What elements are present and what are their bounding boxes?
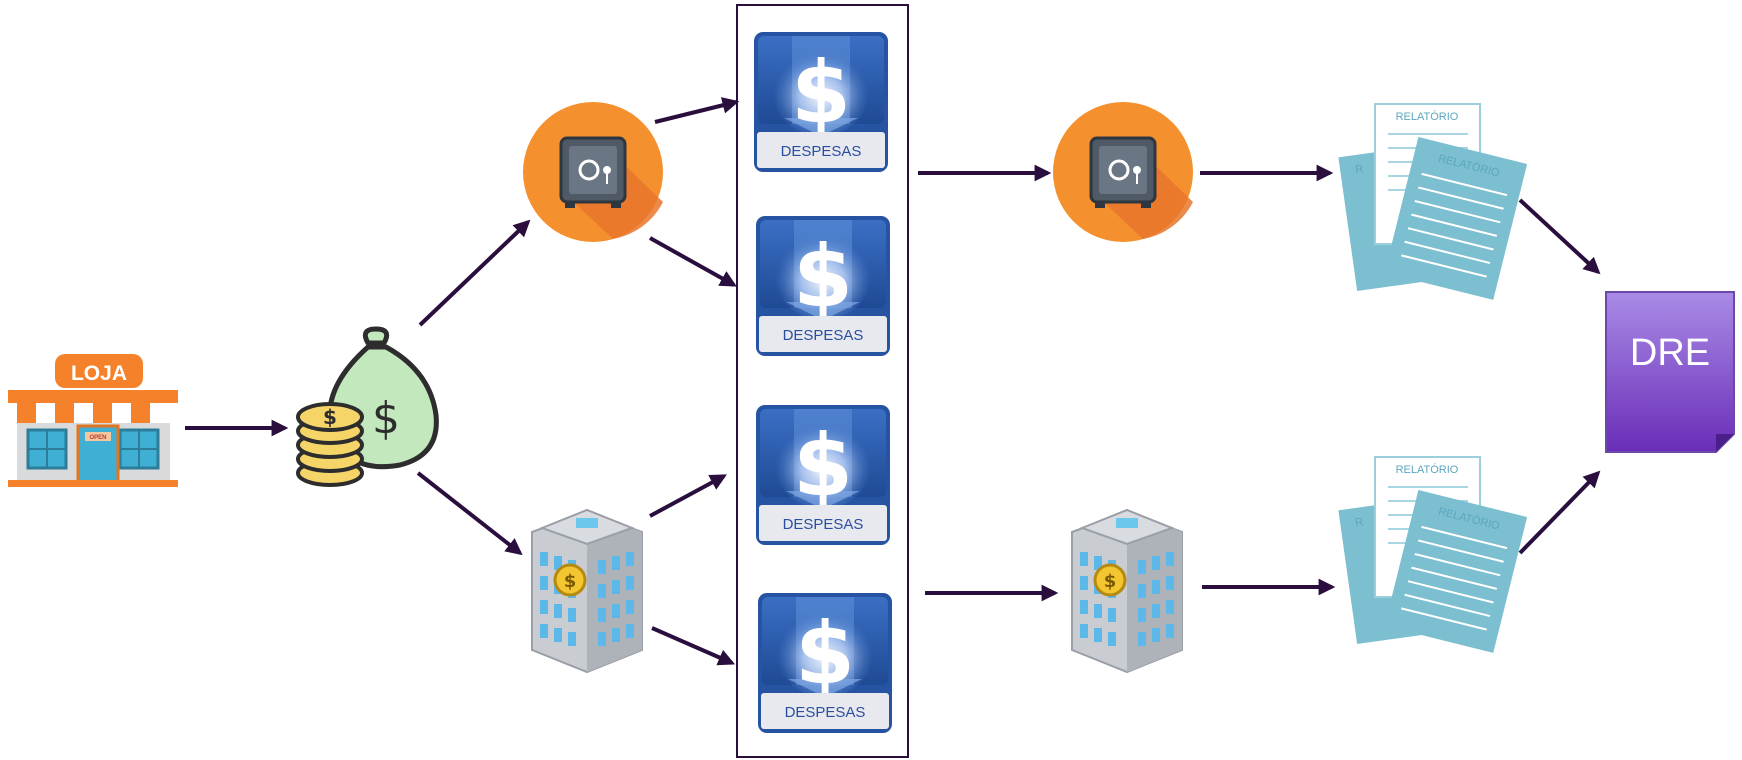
safe-icon [523, 102, 663, 242]
store-sign-label: LOJA [71, 362, 127, 385]
expense-tile-label: DESPESAS [783, 327, 864, 344]
bank-building-icon: $ [1071, 508, 1183, 674]
bank-building-icon: $ [531, 508, 643, 674]
expense-dollar-symbol: $ [793, 416, 853, 516]
money-bag-symbol: $ [372, 393, 400, 444]
store-open-label: OPEN [89, 435, 106, 441]
expense-tile: $ DESPESAS [754, 32, 888, 172]
report-back-label: R [1354, 163, 1364, 176]
store-icon: LOJA OPEN [8, 354, 178, 487]
expense-tile: $ DESPESAS [756, 405, 890, 545]
report-top-label: RELATÓRIO [1396, 463, 1459, 476]
arrow-bank-to-expense-4 [651, 626, 736, 666]
arrow-report-to-dre-bottom [1518, 470, 1601, 555]
expense-tile: $ DESPESAS [756, 216, 890, 356]
coin-symbol: $ [323, 405, 337, 429]
expense-dollar-symbol: $ [795, 604, 855, 704]
flow-arrows [185, 97, 1601, 666]
arrow-bank-to-expense-3 [649, 474, 727, 518]
report-top-label: RELATÓRIO [1396, 110, 1459, 123]
expense-tile-label: DESPESAS [781, 143, 862, 160]
bank-coin-symbol: $ [564, 571, 577, 592]
arrow-money-to-safe [418, 219, 531, 327]
report-back-label: R [1354, 516, 1364, 529]
bank-coin-symbol: $ [1104, 571, 1117, 592]
expense-tile-label: DESPESAS [785, 704, 866, 721]
expense-tile: $ DESPESAS [758, 593, 892, 733]
safe-icon [1053, 102, 1193, 242]
report-documents-icon: R RELATÓRIO RELATÓRIO [1338, 456, 1528, 653]
dre-label: DRE [1630, 332, 1710, 374]
arrow-money-to-bank [416, 471, 523, 556]
report-documents-icon: R RELATÓRIO RELATÓRIO [1338, 103, 1528, 300]
expense-dollar-symbol: $ [793, 227, 853, 327]
expenses-column-frame [736, 4, 909, 758]
expense-dollar-symbol: $ [791, 43, 851, 143]
arrow-report-to-dre-top [1518, 198, 1601, 275]
arrow-safe-to-expense-1 [654, 97, 740, 124]
dre-document: DRE [1605, 291, 1735, 453]
expense-tile-label: DESPESAS [783, 516, 864, 533]
money-bag-coins-icon: $ $ [296, 326, 439, 487]
arrow-safe-to-expense-2 [649, 236, 737, 287]
